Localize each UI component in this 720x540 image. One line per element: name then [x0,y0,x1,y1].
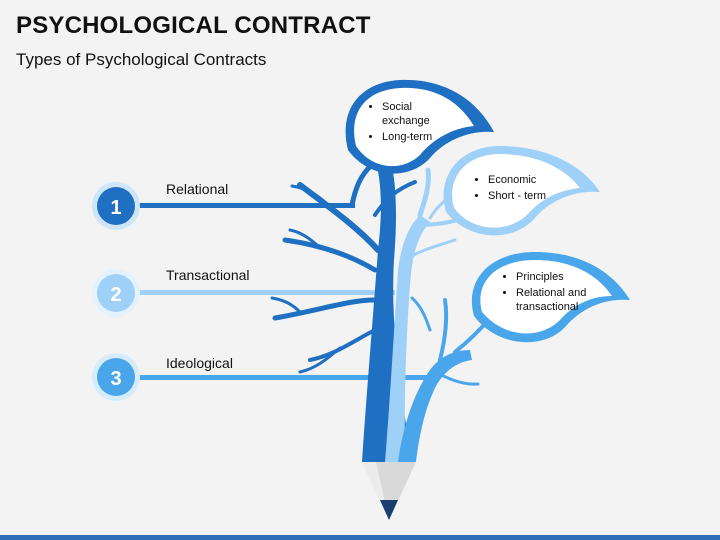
number-3: 3 [110,368,121,390]
leaf-bubble-3 [471,252,630,343]
branches-mid [410,296,492,386]
item-label-relational: Relational [166,181,229,197]
item-label-ideological: Ideological [166,355,233,371]
leaf-bubble-2 [443,146,600,236]
pencil-lead [380,500,398,520]
leaf-bubble-1 [345,79,494,174]
number-1: 1 [110,197,121,219]
bubble-text-3: Principles Relational and transactional [502,270,602,316]
page-title: PSYCHOLOGICAL CONTRACT [16,12,371,39]
number-circle-2 [92,269,140,317]
bubble-1-bullet-2: Long-term [382,130,446,144]
bubble-1-bullet-1: Social exchange [382,100,446,128]
bubble-2-bullet-1: Economic [488,173,570,187]
bubble-3-bullet-2: Relational and transactional [516,286,602,314]
connector-line-3 [130,375,430,380]
page-subtitle: Types of Psychological Contracts [16,50,267,69]
bottom-accent-bar [0,535,720,540]
bubble-2-bullet-2: Short - term [488,189,570,203]
bubble-text-2: Economic Short - term [474,173,570,205]
pencil-trunk [362,150,472,520]
bubble-text-1: Social exchange Long-term [368,100,446,146]
number-circle-3 [92,353,140,401]
number-2: 2 [110,284,121,306]
number-circle-1 [92,182,140,230]
item-label-transactional: Transactional [166,267,250,283]
connector-line-2 [130,290,395,295]
connector-line-1 [130,203,355,208]
bubble-3-bullet-1: Principles [516,270,602,284]
